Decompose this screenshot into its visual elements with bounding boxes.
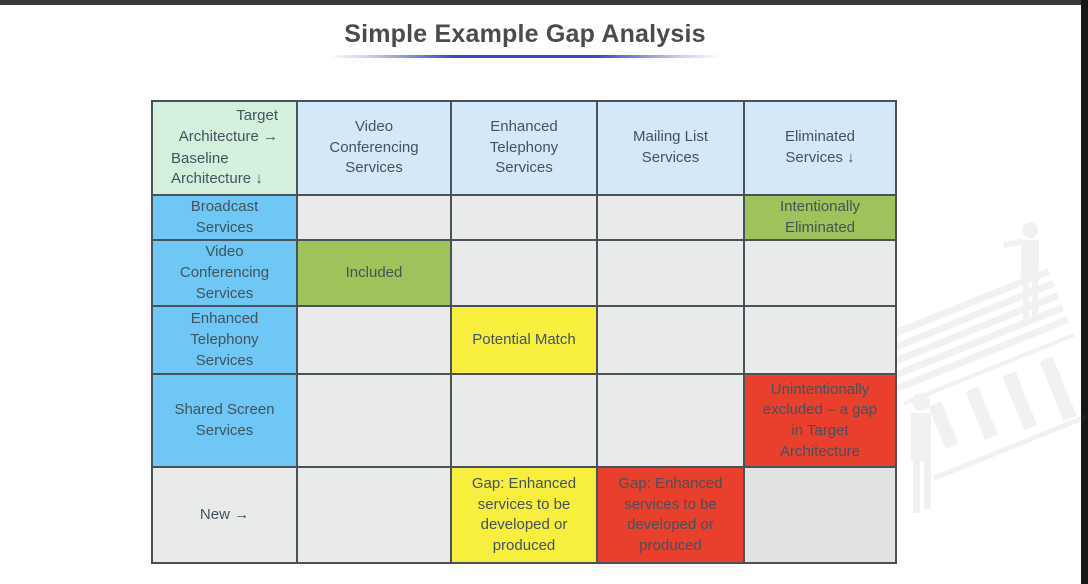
cell-r0c1-empty [450,193,598,242]
row-header-enhanced-telephony-services: Enhanced Telephony Services [151,305,298,376]
cell-unintentionally-excluded: Unintentionally excluded – a gap in Targ… [743,373,897,469]
right-border-bar [1081,0,1088,584]
background-watermark-illustration [885,222,1087,513]
title-block: Simple Example Gap Analysis [152,20,898,58]
row-header-broadcast-services: Broadcast Services [151,193,298,242]
cell-r3c1-empty [450,373,598,469]
baseline-architecture-label: Baseline Architecture ↓ [171,149,263,188]
row-video-conferencing-services: Video Conferencing Services Included [151,239,897,308]
column-header-video-conferencing: Video Conferencing Services [296,100,452,196]
cell-r1c2-empty [596,239,745,308]
corner-cell: Target Architecture → Baseline Architect… [151,100,298,196]
cell-gap-enhanced-services-yellow: Gap: Enhanced services to be developed o… [450,466,598,565]
row-header-video-conferencing-services: Video Conferencing Services [151,239,298,308]
cell-gap-enhanced-services-red: Gap: Enhanced services to be developed o… [596,466,745,565]
cell-r4c0-empty [296,466,452,565]
cell-r3c2-empty [596,373,745,469]
row-shared-screen-services: Shared Screen Services Unintentionally e… [151,373,897,469]
cell-r2c3-empty [743,305,897,376]
cell-intentionally-eliminated: Intentionally Eliminated [743,193,897,242]
cell-r4c3-empty [743,466,897,565]
cell-r3c0-empty [296,373,452,469]
column-header-mailing-list: Mailing List Services [596,100,745,196]
cell-included: Included [296,239,452,308]
column-header-eliminated-services: Eliminated Services ↓ [743,100,897,196]
cell-r2c0-empty [296,305,452,376]
cell-r1c3-empty [743,239,897,308]
row-new: New → Gap: Enhanced services to be devel… [151,466,897,565]
corner-cell-content: Target Architecture → Baseline Architect… [166,103,283,193]
column-header-enhanced-telephony: Enhanced Telephony Services [450,100,598,196]
row-broadcast-services: Broadcast Services Intentionally Elimina… [151,193,897,242]
gap-analysis-table: Target Architecture → Baseline Architect… [151,100,897,565]
top-border-bar [0,0,1088,5]
target-architecture-label: Target Architecture → [178,107,278,145]
header-row: Target Architecture → Baseline Architect… [151,100,897,196]
cell-r0c0-empty [296,193,452,242]
row-header-shared-screen-services: Shared Screen Services [151,373,298,469]
row-enhanced-telephony-services: Enhanced Telephony Services Potential Ma… [151,305,897,376]
title-underline [329,55,721,58]
cell-r2c2-empty [596,305,745,376]
page-title: Simple Example Gap Analysis [344,20,706,48]
row-header-new: New → [151,466,298,565]
cell-potential-match: Potential Match [450,305,598,376]
cell-r1c1-empty [450,239,598,308]
cell-r0c2-empty [596,193,745,242]
